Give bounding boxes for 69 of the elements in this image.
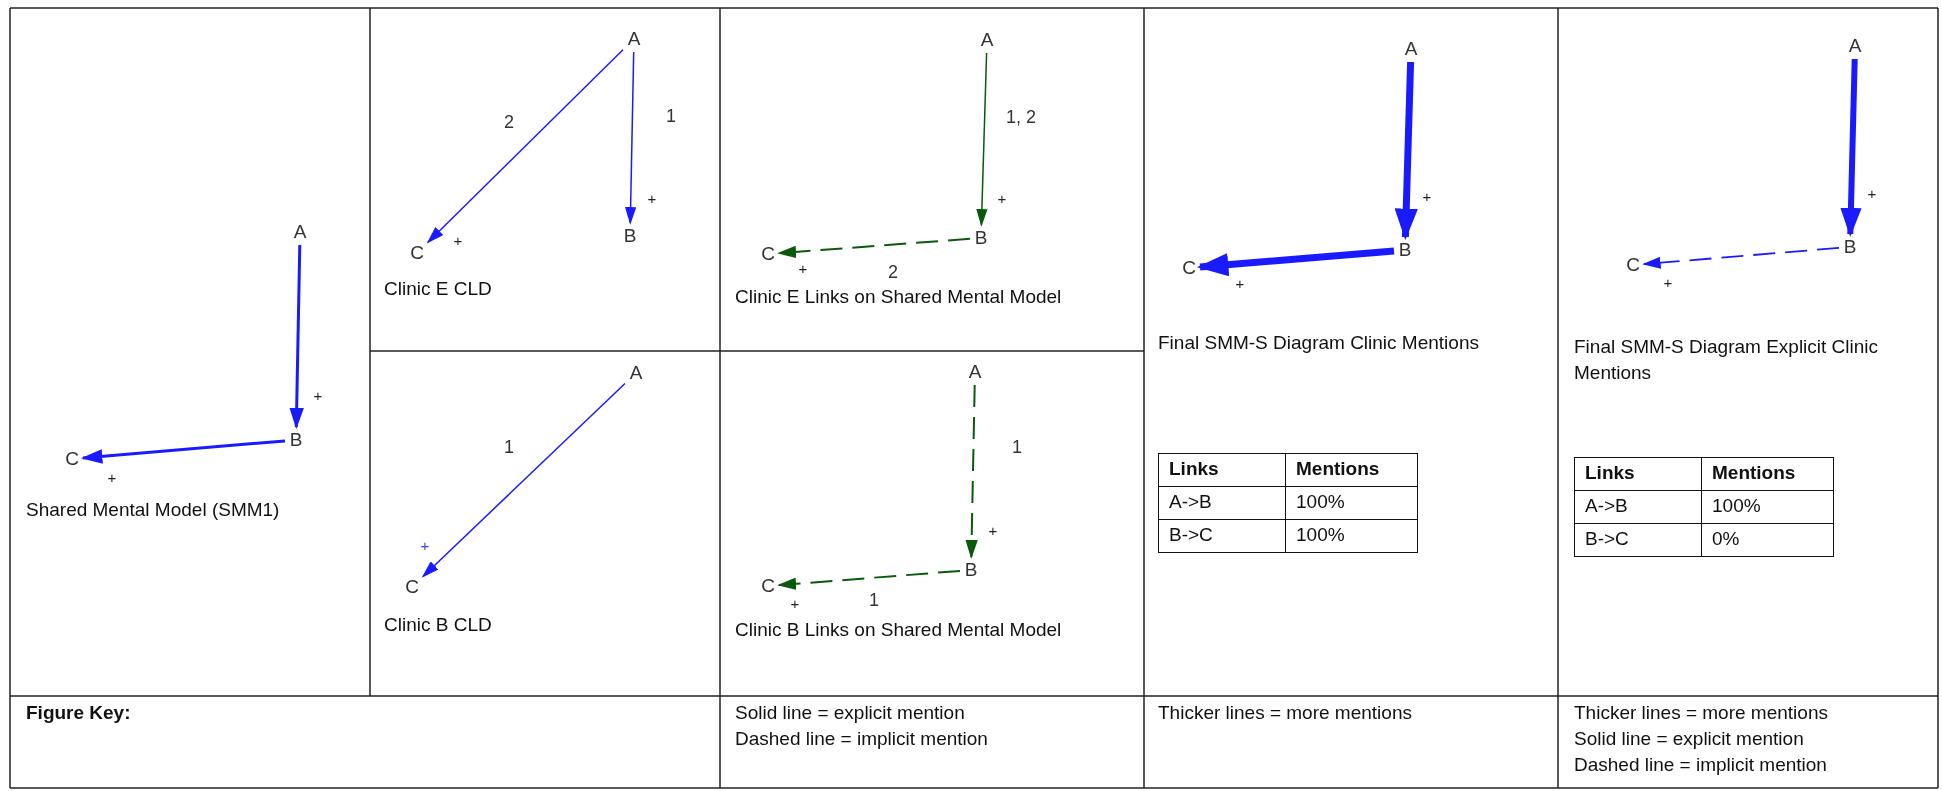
variable-label: A [1402,38,1420,60]
table-cell: B->C [1574,523,1702,557]
table-cell: B->C [1158,519,1286,553]
polarity-sign: + [797,261,809,276]
variable-label: C [759,575,777,597]
variable-label: C [403,576,421,598]
polarity-sign: + [646,191,658,206]
arrow [777,237,971,259]
variable-label: B [962,559,980,581]
variable-label: A [627,362,645,384]
variable-label: A [966,361,984,383]
polarity-sign: + [1421,189,1433,204]
arrow [624,51,637,225]
variable-label: B [1841,236,1859,258]
polarity-sign: + [996,191,1008,206]
table-header-cell: Mentions [1701,457,1834,491]
panel-caption: Shared Mental Model (SMM1) [26,498,280,522]
panel-caption: Clinic B CLD [384,613,492,637]
arrow [427,49,624,243]
arrow [289,244,304,429]
variable-label: C [408,242,426,264]
table-header-cell: Links [1574,457,1702,491]
polarity-sign: + [1234,276,1246,291]
polarity-sign: + [312,388,324,403]
polarity-sign: + [1866,186,1878,201]
arrow [1197,247,1395,277]
key-text: Solid line = explicit mention [735,701,965,725]
polarity-sign: + [1662,275,1674,290]
variable-label: B [621,225,639,247]
variable-label: C [63,448,81,470]
panel-caption: Clinic E CLD [384,277,492,301]
key-text: Solid line = explicit mention [1574,727,1804,751]
variable-label: B [1396,239,1414,261]
variable-label: A [291,221,309,243]
key-text: Thicker lines = more mentions [1574,701,1828,725]
table-header-cell: Mentions [1285,453,1418,487]
variable-label: B [287,429,305,451]
arrow [1642,247,1840,270]
arrow [422,382,626,578]
table-cell: 100% [1285,519,1418,553]
panel-caption: Clinic B Links on Shared Mental Model [735,618,1062,642]
key-text: Dashed line = implicit mention [1574,753,1827,777]
polarity-sign: + [419,538,431,553]
key-heading: Figure Key: [26,701,131,725]
variable-label: C [1180,257,1198,279]
panel-caption: Clinic E Links on Shared Mental Model [735,285,1062,309]
key-text: Dashed line = implicit mention [735,727,988,751]
arrow [1394,61,1418,240]
variable-label: A [1846,35,1864,57]
variable-label: C [759,243,777,265]
polarity-sign: + [987,523,999,538]
variable-label: A [978,29,996,51]
arrow [777,569,961,591]
panel-caption: Final SMM-S Diagram Explicit Clinic Mentions [1574,335,1880,385]
polarity-sign: + [789,596,801,611]
arrow [1840,58,1862,237]
variable-label: A [625,28,643,50]
arrow [965,384,978,559]
polarity-sign: + [106,470,118,485]
variable-label: B [972,227,990,249]
arrow [976,52,988,227]
edge-label: 1, 2 [1004,107,1039,127]
polarity-sign: + [452,233,464,248]
variable-label: C [1624,254,1642,276]
table-header-cell: Links [1158,453,1286,487]
table-cell: 0% [1701,523,1834,557]
panel-caption: Final SMM-S Diagram Clinic Mentions [1158,331,1479,355]
key-text: Thicker lines = more mentions [1158,701,1412,725]
arrow [81,439,286,465]
